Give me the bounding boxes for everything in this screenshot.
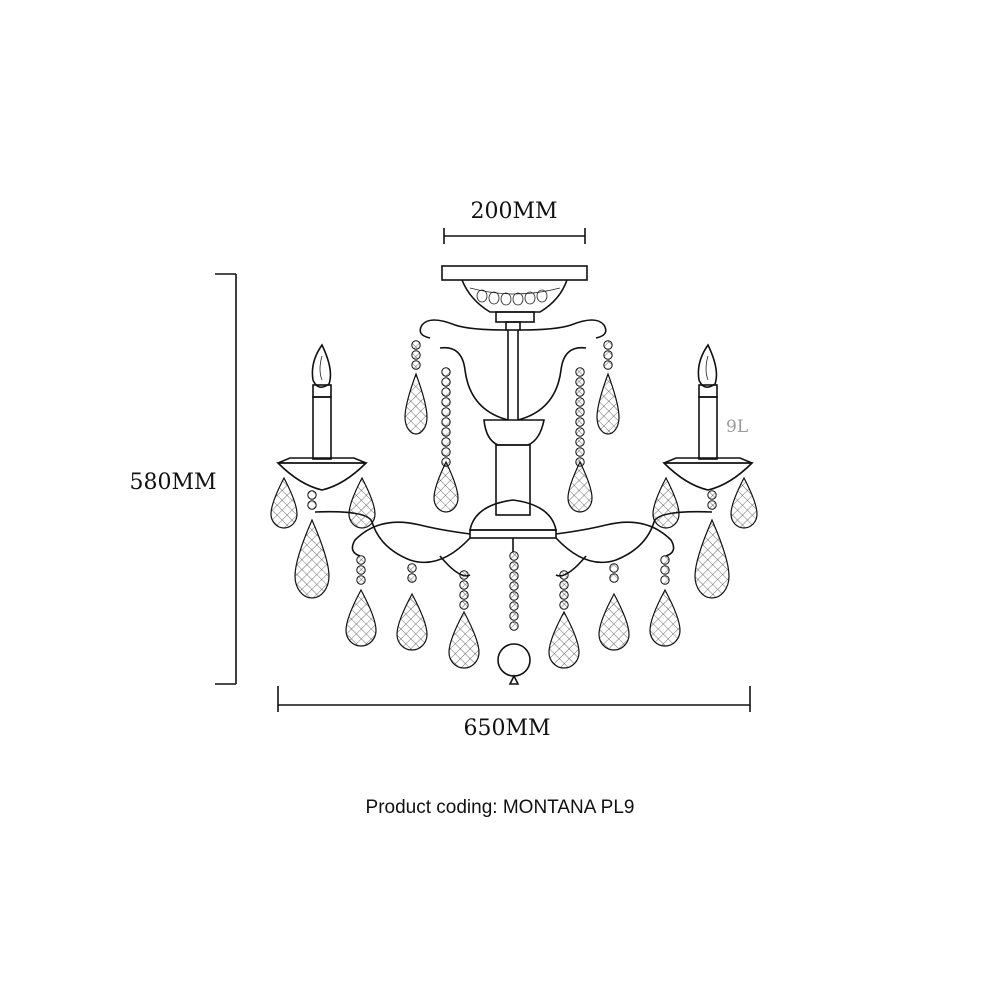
crystal-bead	[441, 427, 451, 437]
crystal-bead	[559, 580, 569, 590]
crystal-bead	[660, 555, 670, 565]
top-width-label: 200MM	[470, 199, 557, 224]
crystal-bead	[411, 360, 421, 370]
crystal-bead	[559, 570, 569, 580]
candle-right	[662, 343, 754, 491]
crystal-bead	[407, 563, 417, 573]
width-label: 650MM	[463, 716, 550, 741]
crystal-bead	[441, 417, 451, 427]
crystal-drop	[649, 588, 681, 647]
crystal-bead	[411, 340, 421, 350]
crystal-bead	[603, 360, 613, 370]
crystal-drop	[548, 610, 580, 669]
crystal-drop	[448, 610, 480, 669]
crystal-drop	[270, 476, 298, 529]
crystal-bead	[575, 397, 585, 407]
crystal-bead	[307, 500, 317, 510]
crystal-bead	[441, 397, 451, 407]
crystal-bead	[411, 350, 421, 360]
crystal-bead	[441, 387, 451, 397]
crystal-bead	[356, 555, 366, 565]
central-stem	[419, 319, 607, 552]
crystal-bead	[356, 575, 366, 585]
crystal-bead	[603, 350, 613, 360]
crystal-bead	[575, 387, 585, 397]
crystal-bead	[660, 575, 670, 585]
crystal-drop	[433, 460, 459, 513]
lamp-count-tag: 9L	[726, 417, 748, 437]
crystal-bead	[603, 340, 613, 350]
crystal-bead	[509, 561, 519, 571]
height-label: 580MM	[129, 470, 216, 495]
crystal-drop	[345, 588, 377, 647]
crystal-bead	[459, 570, 469, 580]
crystal-bead	[441, 377, 451, 387]
crystal-drop	[294, 518, 330, 599]
crystal-bead	[660, 565, 670, 575]
crystal-bead	[609, 563, 619, 573]
crystal-bead	[441, 367, 451, 377]
crystal-drop	[730, 476, 758, 529]
candle-left	[276, 343, 368, 491]
crystal-bead	[459, 590, 469, 600]
crystal-bead	[575, 447, 585, 457]
crystal-bead	[575, 367, 585, 377]
crystal-bead	[459, 600, 469, 610]
crystal-bead	[559, 590, 569, 600]
crystal-bead	[559, 600, 569, 610]
crystal-bead	[441, 407, 451, 417]
crystal-bead	[575, 417, 585, 427]
crystal-bead	[575, 407, 585, 417]
top-width-dimension: 200MM	[443, 199, 586, 244]
ceiling-canopy	[441, 265, 588, 331]
crystal-bead	[575, 377, 585, 387]
crystal-drop	[567, 460, 593, 513]
crystal-bead	[509, 551, 519, 561]
crystal-drop	[694, 518, 730, 599]
crystal-drop	[652, 476, 680, 529]
crystal-bead	[459, 580, 469, 590]
crystal-bead	[707, 500, 717, 510]
crystal-drop	[348, 476, 376, 529]
crystal-drops	[270, 372, 758, 669]
crystal-bead	[509, 611, 519, 621]
height-dimension: 580MM	[129, 273, 237, 685]
crystal-drop	[598, 592, 630, 651]
crystal-bead	[707, 490, 717, 500]
product-caption: Product coding: MONTANA PL9	[365, 797, 635, 818]
width-dimension: 650MM	[277, 686, 751, 741]
crystal-bead	[509, 601, 519, 611]
crystal-drop	[396, 592, 428, 651]
crystal-drop	[596, 372, 620, 435]
crystal-bead	[509, 591, 519, 601]
crystal-bead	[509, 621, 519, 631]
crystal-bead-chains	[307, 340, 717, 631]
finial-ball	[497, 643, 531, 685]
crystal-bead	[307, 490, 317, 500]
crystal-bead	[509, 581, 519, 591]
crystal-bead	[609, 573, 619, 583]
crystal-bead	[441, 437, 451, 447]
crystal-drop	[404, 372, 428, 435]
crystal-bead	[509, 571, 519, 581]
crystal-bead	[356, 565, 366, 575]
crystal-bead	[575, 437, 585, 447]
crystal-bead	[407, 573, 417, 583]
crystal-bead	[575, 427, 585, 437]
crystal-bead	[441, 447, 451, 457]
